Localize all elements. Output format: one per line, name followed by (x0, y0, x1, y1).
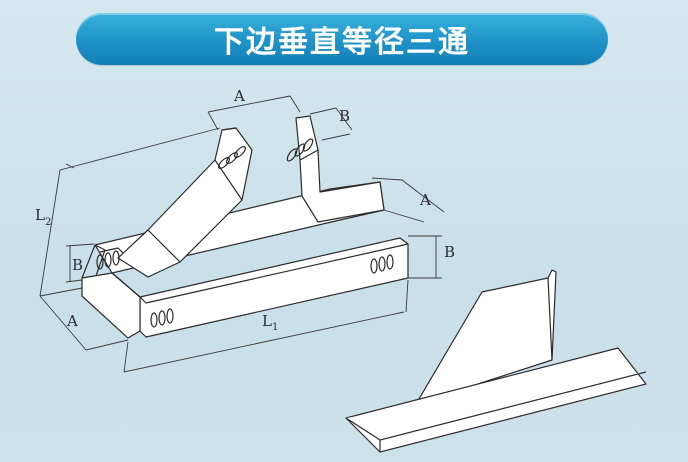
front-wall-slots-right (370, 254, 394, 274)
label-l1: L (262, 312, 272, 330)
cover-plate-drawing (345, 269, 647, 453)
title-banner: 下边垂直等径三通 (76, 13, 608, 65)
label-l2-sub: 2 (45, 217, 51, 228)
right-arm-slots (286, 138, 314, 162)
label-l2: L (35, 206, 45, 224)
label-b-left: B (72, 256, 83, 274)
label-b-top: B (339, 107, 350, 125)
label-a-right: A (419, 191, 431, 209)
dim-a-right (371, 177, 445, 223)
left-arm-slots (218, 146, 246, 169)
dim-a-top (207, 95, 301, 131)
label-l1-sub: 1 (272, 322, 278, 333)
branch-left-arm (117, 127, 253, 278)
dim-a-left (39, 295, 129, 351)
dim-l2 (39, 127, 221, 297)
label-a-left: A (66, 312, 78, 330)
left-end-slots (96, 250, 120, 270)
main-trough-bottom (81, 272, 141, 339)
page-title: 下边垂直等径三通 (214, 25, 470, 60)
label-a-top: A (233, 87, 245, 105)
label-b-right: B (444, 243, 455, 261)
dim-b-left (65, 243, 95, 283)
front-wall-slots-left (150, 308, 174, 328)
dim-l1 (123, 279, 409, 373)
dim-b-right (408, 235, 442, 279)
dim-b-top (309, 107, 353, 141)
branch-right-arm (295, 115, 385, 223)
